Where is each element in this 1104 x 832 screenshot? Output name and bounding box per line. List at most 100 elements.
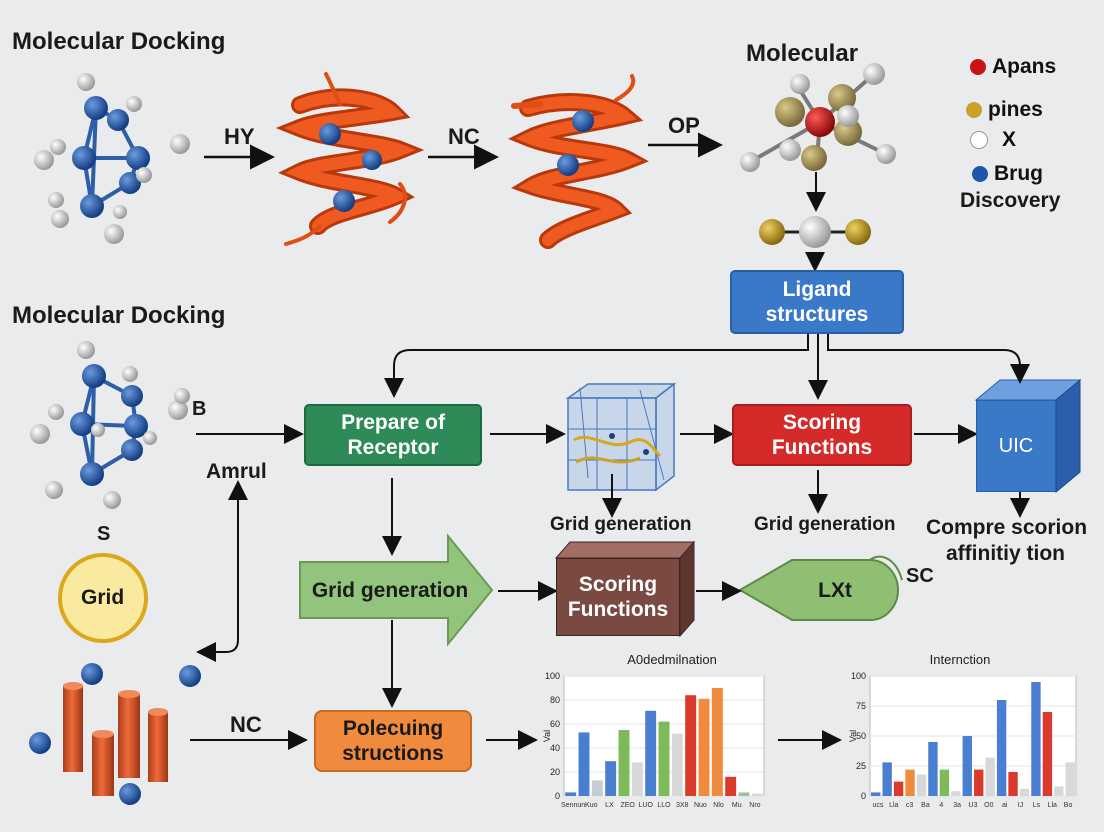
- cylinders: [63, 682, 168, 796]
- y-tick-label: 20: [550, 767, 560, 777]
- scoring-cube-line-1: Scoring: [578, 573, 658, 596]
- arrow-label-op: OP: [668, 113, 700, 138]
- x-tick-label: Sennun: [561, 802, 585, 809]
- chart-bar: [928, 742, 938, 796]
- y-tick-label: 100: [851, 671, 866, 681]
- arrow-label-hy: HY: [224, 124, 255, 149]
- label-s: S: [97, 523, 111, 545]
- x-tick-label: Mu: [732, 802, 742, 809]
- y-tick-label: 40: [550, 743, 560, 753]
- x-tick-label: Nlo: [713, 802, 724, 809]
- x-tick-label: Kuo: [585, 802, 598, 809]
- x-tick-label: Bo: [1064, 802, 1073, 809]
- y-tick-label: 80: [550, 695, 560, 705]
- chart-bar: [751, 793, 763, 796]
- label-sc: SC: [906, 565, 934, 587]
- protein-ribbon-2: [508, 74, 649, 249]
- legend-swatch: [966, 102, 982, 118]
- chart-bar: [645, 710, 657, 796]
- y-tick-label: 60: [550, 719, 560, 729]
- x-tick-label: O0: [984, 802, 993, 809]
- label-b: B: [192, 398, 207, 420]
- legend-item-brug: Brug: [972, 162, 1043, 186]
- y-tick-label: 25: [856, 761, 866, 771]
- x-tick-label: IJ: [1018, 802, 1023, 809]
- molecule-title: Molecular: [746, 40, 859, 67]
- x-tick-label: Ba: [921, 802, 930, 809]
- x-tick-label: ai: [1002, 802, 1008, 809]
- x-tick-label: 4: [939, 802, 943, 809]
- arrow-label-nc: NC: [448, 124, 480, 149]
- legend-item-pines: pines: [966, 98, 1043, 122]
- scoring-functions-box[interactable]: Scoring Functions: [732, 404, 912, 466]
- lxt-shape-label[interactable]: LXt: [818, 578, 852, 602]
- chart-bar: [951, 791, 961, 796]
- legend-swatch: [970, 59, 986, 75]
- x-tick-label: ZEO: [620, 802, 635, 809]
- chart-bar: [698, 698, 710, 796]
- chart-bar: [671, 733, 683, 796]
- chart-bar: [893, 781, 904, 796]
- label-nc-bottom: NC: [230, 712, 262, 737]
- chart-bar: [565, 792, 577, 796]
- chart-bar: [916, 774, 927, 796]
- title-top: Molecular Docking: [12, 28, 226, 55]
- x-tick-label: LLO: [657, 802, 671, 809]
- prepare-line-1: Prepare of: [341, 411, 445, 434]
- chart-bar: [738, 792, 750, 796]
- chart-bar: [996, 700, 1007, 796]
- polecuing-structions-box[interactable]: Polecuing structions: [314, 710, 472, 772]
- chart-bar: [1042, 712, 1053, 796]
- x-tick-label: Lla: [1048, 802, 1057, 809]
- grid-generation-arrow-shape: [299, 533, 494, 647]
- grid-circle: [58, 553, 148, 643]
- chart-bar: [725, 776, 737, 796]
- chart-1-title: A0dedmilnation: [627, 652, 717, 667]
- x-tick-label: LX: [605, 802, 614, 809]
- legend-swatch: [972, 166, 988, 182]
- x-tick-label: Ls: [1033, 802, 1041, 809]
- ligand-line-1: Ligand: [782, 278, 852, 301]
- chart-bar: [939, 769, 950, 796]
- chart-bar: [711, 688, 723, 796]
- y-tick-label: 100: [545, 671, 560, 681]
- x-tick-label: Nro: [749, 802, 760, 809]
- chart-bar: [962, 736, 972, 796]
- chart-2-title: Internction: [929, 652, 991, 667]
- polecuing-line-1: Polecuing: [342, 717, 444, 740]
- grid-generation-caption-2: Grid generation: [754, 514, 896, 535]
- ligand-line-2: structures: [765, 303, 869, 326]
- ligand-structures-box[interactable]: Ligand structures: [730, 270, 904, 334]
- chart-bar: [974, 769, 984, 796]
- uic-box[interactable]: UIC: [976, 400, 1056, 492]
- x-tick-label: 3a: [953, 802, 961, 809]
- scoring-cube-line-2: Functions: [567, 598, 669, 621]
- chart-bar: [578, 732, 590, 796]
- polecuing-line-2: structions: [342, 742, 444, 765]
- chart-bar: [1008, 772, 1018, 796]
- legend-label: Brug: [994, 162, 1043, 185]
- legend-label: pines: [988, 98, 1043, 121]
- label-amrul: Amrul: [206, 460, 267, 483]
- chart-bar: [1019, 788, 1030, 796]
- protein-ribbon-1: [275, 72, 425, 246]
- x-tick-label: ucs: [872, 802, 883, 809]
- chart-bar: [591, 780, 603, 796]
- chart-bar: [985, 757, 995, 796]
- grid-circle-label: Grid: [81, 586, 125, 609]
- scoring-functions-cube[interactable]: Scoring Functions: [556, 558, 680, 636]
- legend-swatch: [970, 131, 988, 149]
- x-tick-label: U3: [969, 802, 978, 809]
- y-axis-label: Val: [542, 730, 552, 742]
- chart-bar: [882, 762, 892, 796]
- prepare-receptor-box[interactable]: Prepare of Receptor: [304, 404, 482, 466]
- chart-bar: [871, 792, 881, 796]
- chart-bar: [1054, 786, 1064, 796]
- chart-bar: [605, 761, 617, 796]
- x-tick-label: LUO: [639, 802, 654, 809]
- grid-generation-arrow[interactable]: Grid generation: [311, 578, 469, 602]
- chart-bar: [1065, 762, 1075, 796]
